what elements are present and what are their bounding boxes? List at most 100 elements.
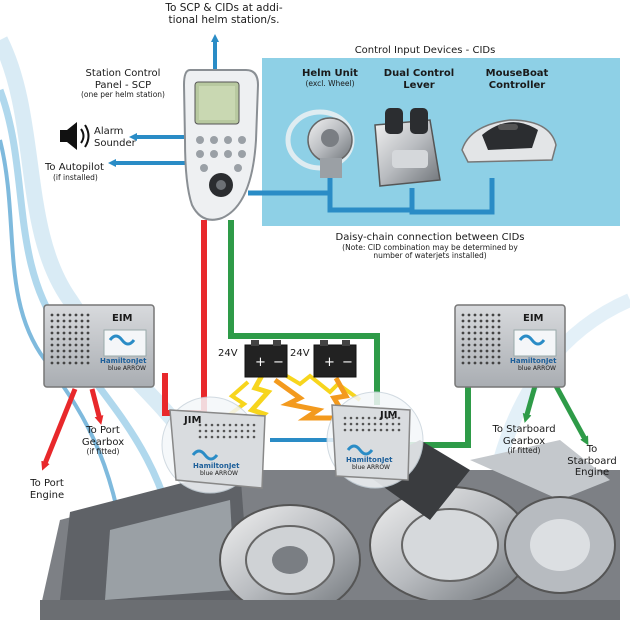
vent-dot [216,435,220,439]
svg-text:+: + [324,355,335,370]
vent-dot [473,349,477,353]
daisy-title: Daisy-chain connection between CIDs [335,232,525,243]
vent-dot [80,337,84,341]
vent-dot [222,423,226,427]
vent-dot [80,313,84,317]
vent-dot [50,361,54,365]
vent-dot [222,429,226,433]
vent-dot [50,325,54,329]
port-gearbox-line1: To Port [86,425,120,436]
vent-dot [385,428,389,432]
vent-dot [234,423,238,427]
vent-dot [491,343,495,347]
vent-dot [252,423,256,427]
vent-dot [74,355,78,359]
vent-dot [461,337,465,341]
vent-dot [210,429,214,433]
vent-dot [198,435,202,439]
vent-dot [56,355,60,359]
vent-dot [56,361,60,365]
jim-left [161,396,266,494]
vent-dot [86,313,90,317]
vent-dot [473,331,477,335]
vent-dot [50,331,54,335]
scp-title-line2: Panel - SCP [94,79,152,91]
arrow-to-port-gearbox [89,388,104,425]
vent-dot [367,422,371,426]
vent-dot [68,361,72,365]
vent-dot [343,416,347,420]
vent-dot [80,331,84,335]
vent-dot [385,416,389,420]
vent-dot [491,349,495,353]
eim-left-sub: blue ARROW [108,365,146,372]
arrow-to-starboard-gearbox [522,385,538,423]
port-engine-line1: To Port [30,478,64,489]
vent-dot [461,319,465,323]
vent-dot [367,416,371,420]
vent-dot [497,343,501,347]
vent-dot [216,429,220,433]
daisy-note-line2: number of waterjets installed) [373,251,487,261]
vent-dot [485,325,489,329]
top-label-line1: To SCP & CIDs at addi- [165,2,283,14]
vent-dot [62,343,66,347]
vent-dot [80,361,84,365]
vent-dot [497,325,501,329]
vent-dot [86,361,90,365]
vent-dot [491,325,495,329]
daisy-chain-label: Daisy-chain connection between CIDs (Not… [305,232,555,261]
vent-dot [497,361,501,365]
vent-dot [210,435,214,439]
autopilot-title: To Autopilot [45,162,104,173]
eim-left-brand: HamiltonJet [100,357,147,365]
vent-dot [50,355,54,359]
vent-dot [479,337,483,341]
vent-dot [62,337,66,341]
vent-dot [80,355,84,359]
vent-dot [62,355,66,359]
vent-dot [86,325,90,329]
vent-dot [62,313,66,317]
alarm-label: Alarm Sounder [94,126,136,149]
daisy-note-line1: (Note: CID combination may be determined… [342,242,518,252]
vent-dot [461,331,465,335]
mouseboat-label: MouseBoat Controller [474,68,560,91]
vent-dot [86,331,90,335]
vent-dot [50,313,54,317]
vent-dot [461,349,465,353]
vent-dot [50,337,54,341]
mouseboat-line1: MouseBoat [485,68,549,79]
vent-dot [56,349,60,353]
vent-dot [479,331,483,335]
vent-dot [86,337,90,341]
eim-right [454,304,566,388]
battery-right-label: 24V [290,348,310,359]
vent-dot [228,429,232,433]
port-gearbox-note: (if fitted) [86,447,120,456]
vent-dot [74,325,78,329]
vent-dot [497,319,501,323]
vent-dot [485,361,489,365]
vent-dot [349,428,353,432]
arrow-to-port-engine [41,388,78,471]
vent-dot [479,313,483,317]
port-gearbox-line2: Gearbox [81,436,125,448]
vent-dot [391,422,395,426]
scp-label: Station Control Panel - SCP (one per hel… [62,68,184,100]
vent-dot [467,349,471,353]
vent-dot [68,319,72,323]
stbd-engine-label: To Starboard Engine [560,444,624,479]
speaker-icon [60,122,90,150]
vent-dot [246,429,250,433]
vent-dot [80,349,84,353]
vent-dot [56,325,60,329]
vent-dot [74,337,78,341]
vent-dot [355,428,359,432]
vent-dot [228,435,232,439]
svg-text:−: − [273,355,284,370]
vent-dot [461,355,465,359]
vent-dot [467,313,471,317]
vent-dot [491,361,495,365]
